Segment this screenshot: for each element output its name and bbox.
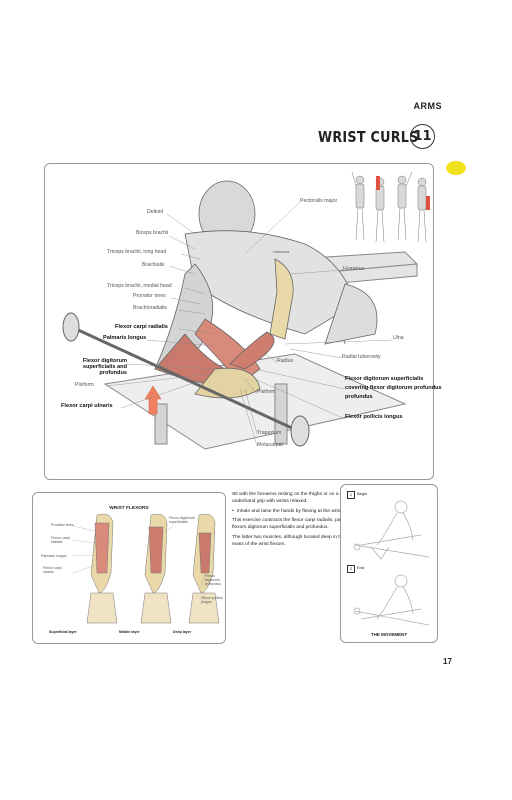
movement-sketches [353, 500, 430, 626]
label-fds-fdp-left: Flexor digitorum superficialis and profu… [82, 358, 127, 376]
label-fdp-right: covering flexor digitorum profundus [345, 385, 442, 391]
fp-label-fds: Flexor digitorum superficialis [169, 516, 195, 524]
label-fdp-right-cont: profundus [345, 394, 373, 400]
forearm-layers-illustration [72, 513, 220, 624]
wrist-flexors-panel: WRIST FLEXORS Pronator teres Flexor carp… [32, 492, 226, 644]
fp-label-fdp: Flexor digitorum profundus [205, 574, 221, 586]
label-fds-right: Flexor digitorum superficialis [345, 376, 424, 382]
label-pronator-teres: Pronator teres [133, 293, 166, 299]
fp-label-fcr: Flexor carpi radialis [51, 536, 70, 544]
main-illustration [62, 180, 419, 450]
fp-layer-deep: Deep layer [173, 630, 192, 634]
fp-label-palmaris: Palmaris longus [41, 554, 67, 558]
muscle-figures-thumbnail [351, 171, 430, 243]
description-para2: The latter two muscles, although located… [232, 534, 421, 547]
fp-label-pronator-teres: Pronator teres [51, 523, 74, 527]
label-trapezium: Trapezium [257, 430, 282, 436]
yellow-marker [446, 161, 466, 175]
label-metacarpal: Metacarpal [257, 442, 283, 448]
label-fpl: Flexor pollicis longus [345, 414, 403, 420]
exercise-description: Sit with the forearms resting on the thi… [232, 492, 432, 551]
step1-label: Begin [357, 491, 368, 496]
label-fcr: Flexor carpi radialis [115, 324, 168, 330]
step1-number-box: 1 [347, 491, 355, 499]
label-humerus: Humerus [343, 266, 365, 272]
movement-panel: 1 Begin 2 End THE MOVEMENT [340, 484, 438, 643]
fp-label-fpl: Flexor pollicis longus [201, 596, 223, 604]
description-bullet: •Inhale and raise the hands by flexing a… [232, 508, 346, 514]
exercise-number-badge: 11 [410, 124, 435, 149]
label-brachialis: Brachialis [142, 262, 165, 268]
main-illustration-panel: Deltoid Biceps brachii Triceps brachii, … [44, 163, 442, 480]
bullet-icon: • [232, 508, 234, 514]
label-triceps-long: Triceps brachii, long head [107, 249, 167, 255]
label-ulna: Ulna [393, 335, 404, 341]
fp-label-fcu: Flexor carpi ulnaris [43, 566, 62, 574]
fp-layer-superficial: Superficial layer [49, 630, 77, 634]
label-humerus-top: Humerus [273, 249, 290, 254]
fp-layer-middle: Middle layer [119, 630, 140, 634]
label-triceps-medial: Triceps brachii, medial head [107, 283, 172, 289]
label-radial-tuberosity: Radial tuberosity [342, 354, 381, 360]
step2-number-box: 2 [347, 565, 355, 573]
step2-label: End [357, 565, 365, 570]
exercise-title: WRIST CURLS [318, 128, 419, 146]
label-pisiform-left: Pisiform [75, 382, 94, 388]
label-biceps: Biceps brachii [136, 230, 169, 236]
page-number: 17 [443, 657, 452, 666]
movement-caption: THE MOVEMENT [370, 632, 408, 637]
label-fcu: Flexor carpi ulnaris [61, 403, 113, 409]
label-radius: Radius [277, 358, 294, 364]
label-pectoralis: Pectoralis major [300, 198, 338, 204]
label-brachioradialis: Brachioradialis [133, 305, 168, 311]
label-pisiform-right: Pisiform [257, 389, 276, 395]
label-palmaris: Palmaris longus [103, 335, 147, 341]
wrist-flexors-title: WRIST FLEXORS [109, 506, 149, 511]
description-para1: This exercise contracts the flexor carpi… [232, 518, 431, 531]
section-label: ARMS [413, 101, 442, 111]
description-intro: Sit with the forearms resting on the thi… [232, 492, 410, 504]
label-deltoid: Deltoid [147, 209, 164, 215]
